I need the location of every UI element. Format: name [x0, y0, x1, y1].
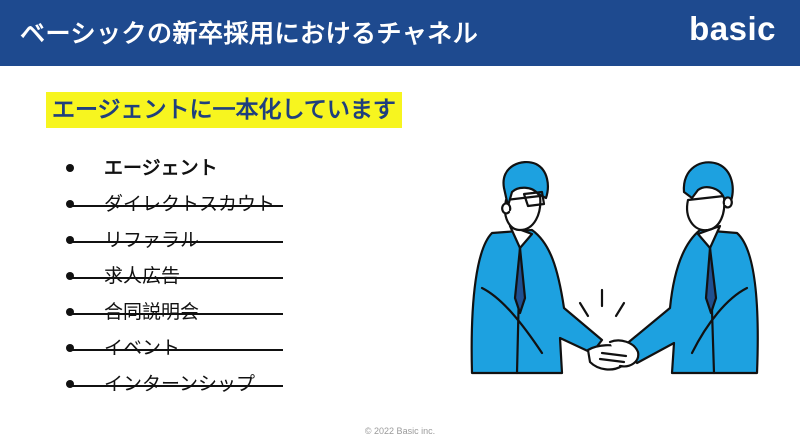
bullet-icon — [66, 308, 74, 316]
channel-label: エージェント — [104, 157, 218, 179]
channel-label: インターンシップ — [104, 373, 256, 395]
list-item-event: イベント — [66, 330, 284, 366]
channel-label: ダイレクトスカウト — [104, 193, 276, 215]
channel-list: エージェント ダイレクトスカウト リファラル 求人広告 合同説明会 イベント イ… — [66, 150, 284, 402]
bullet-icon — [66, 236, 74, 244]
strikethrough-line — [68, 241, 284, 243]
list-item-job-fair: 合同説明会 — [66, 294, 284, 330]
header-bar: ベーシックの新卒採用におけるチャネル basic — [0, 0, 800, 66]
slide-title: ベーシックの新卒採用におけるチャネル — [20, 19, 479, 48]
bullet-icon — [66, 164, 74, 172]
strikethrough-line — [68, 313, 284, 315]
strikethrough-line — [68, 385, 284, 387]
list-item-internship: インターンシップ — [66, 366, 284, 402]
channel-label: リファラル — [104, 229, 200, 251]
bullet-icon — [66, 272, 74, 280]
list-item-referral: リファラル — [66, 222, 284, 258]
bullet-icon — [66, 200, 74, 208]
handshake-businessmen-icon — [470, 161, 759, 375]
bullet-icon — [66, 380, 74, 388]
channel-label: 求人広告 — [104, 265, 181, 287]
channel-label: イベント — [104, 337, 181, 359]
strikethrough-line — [68, 277, 284, 279]
list-item-job-ad: 求人広告 — [66, 258, 284, 294]
bullet-icon — [66, 344, 74, 352]
brand-logo: basic — [689, 10, 776, 47]
list-item-direct-scout: ダイレクトスカウト — [66, 186, 284, 222]
channel-label: 合同説明会 — [104, 301, 200, 323]
list-item-agent: エージェント — [66, 150, 275, 186]
footer-copyright: © 2022 Basic inc. — [364, 426, 436, 436]
strikethrough-line — [68, 205, 284, 207]
strikethrough-line — [68, 349, 284, 351]
headline-highlight: エージェントに一本化しています — [46, 92, 402, 128]
